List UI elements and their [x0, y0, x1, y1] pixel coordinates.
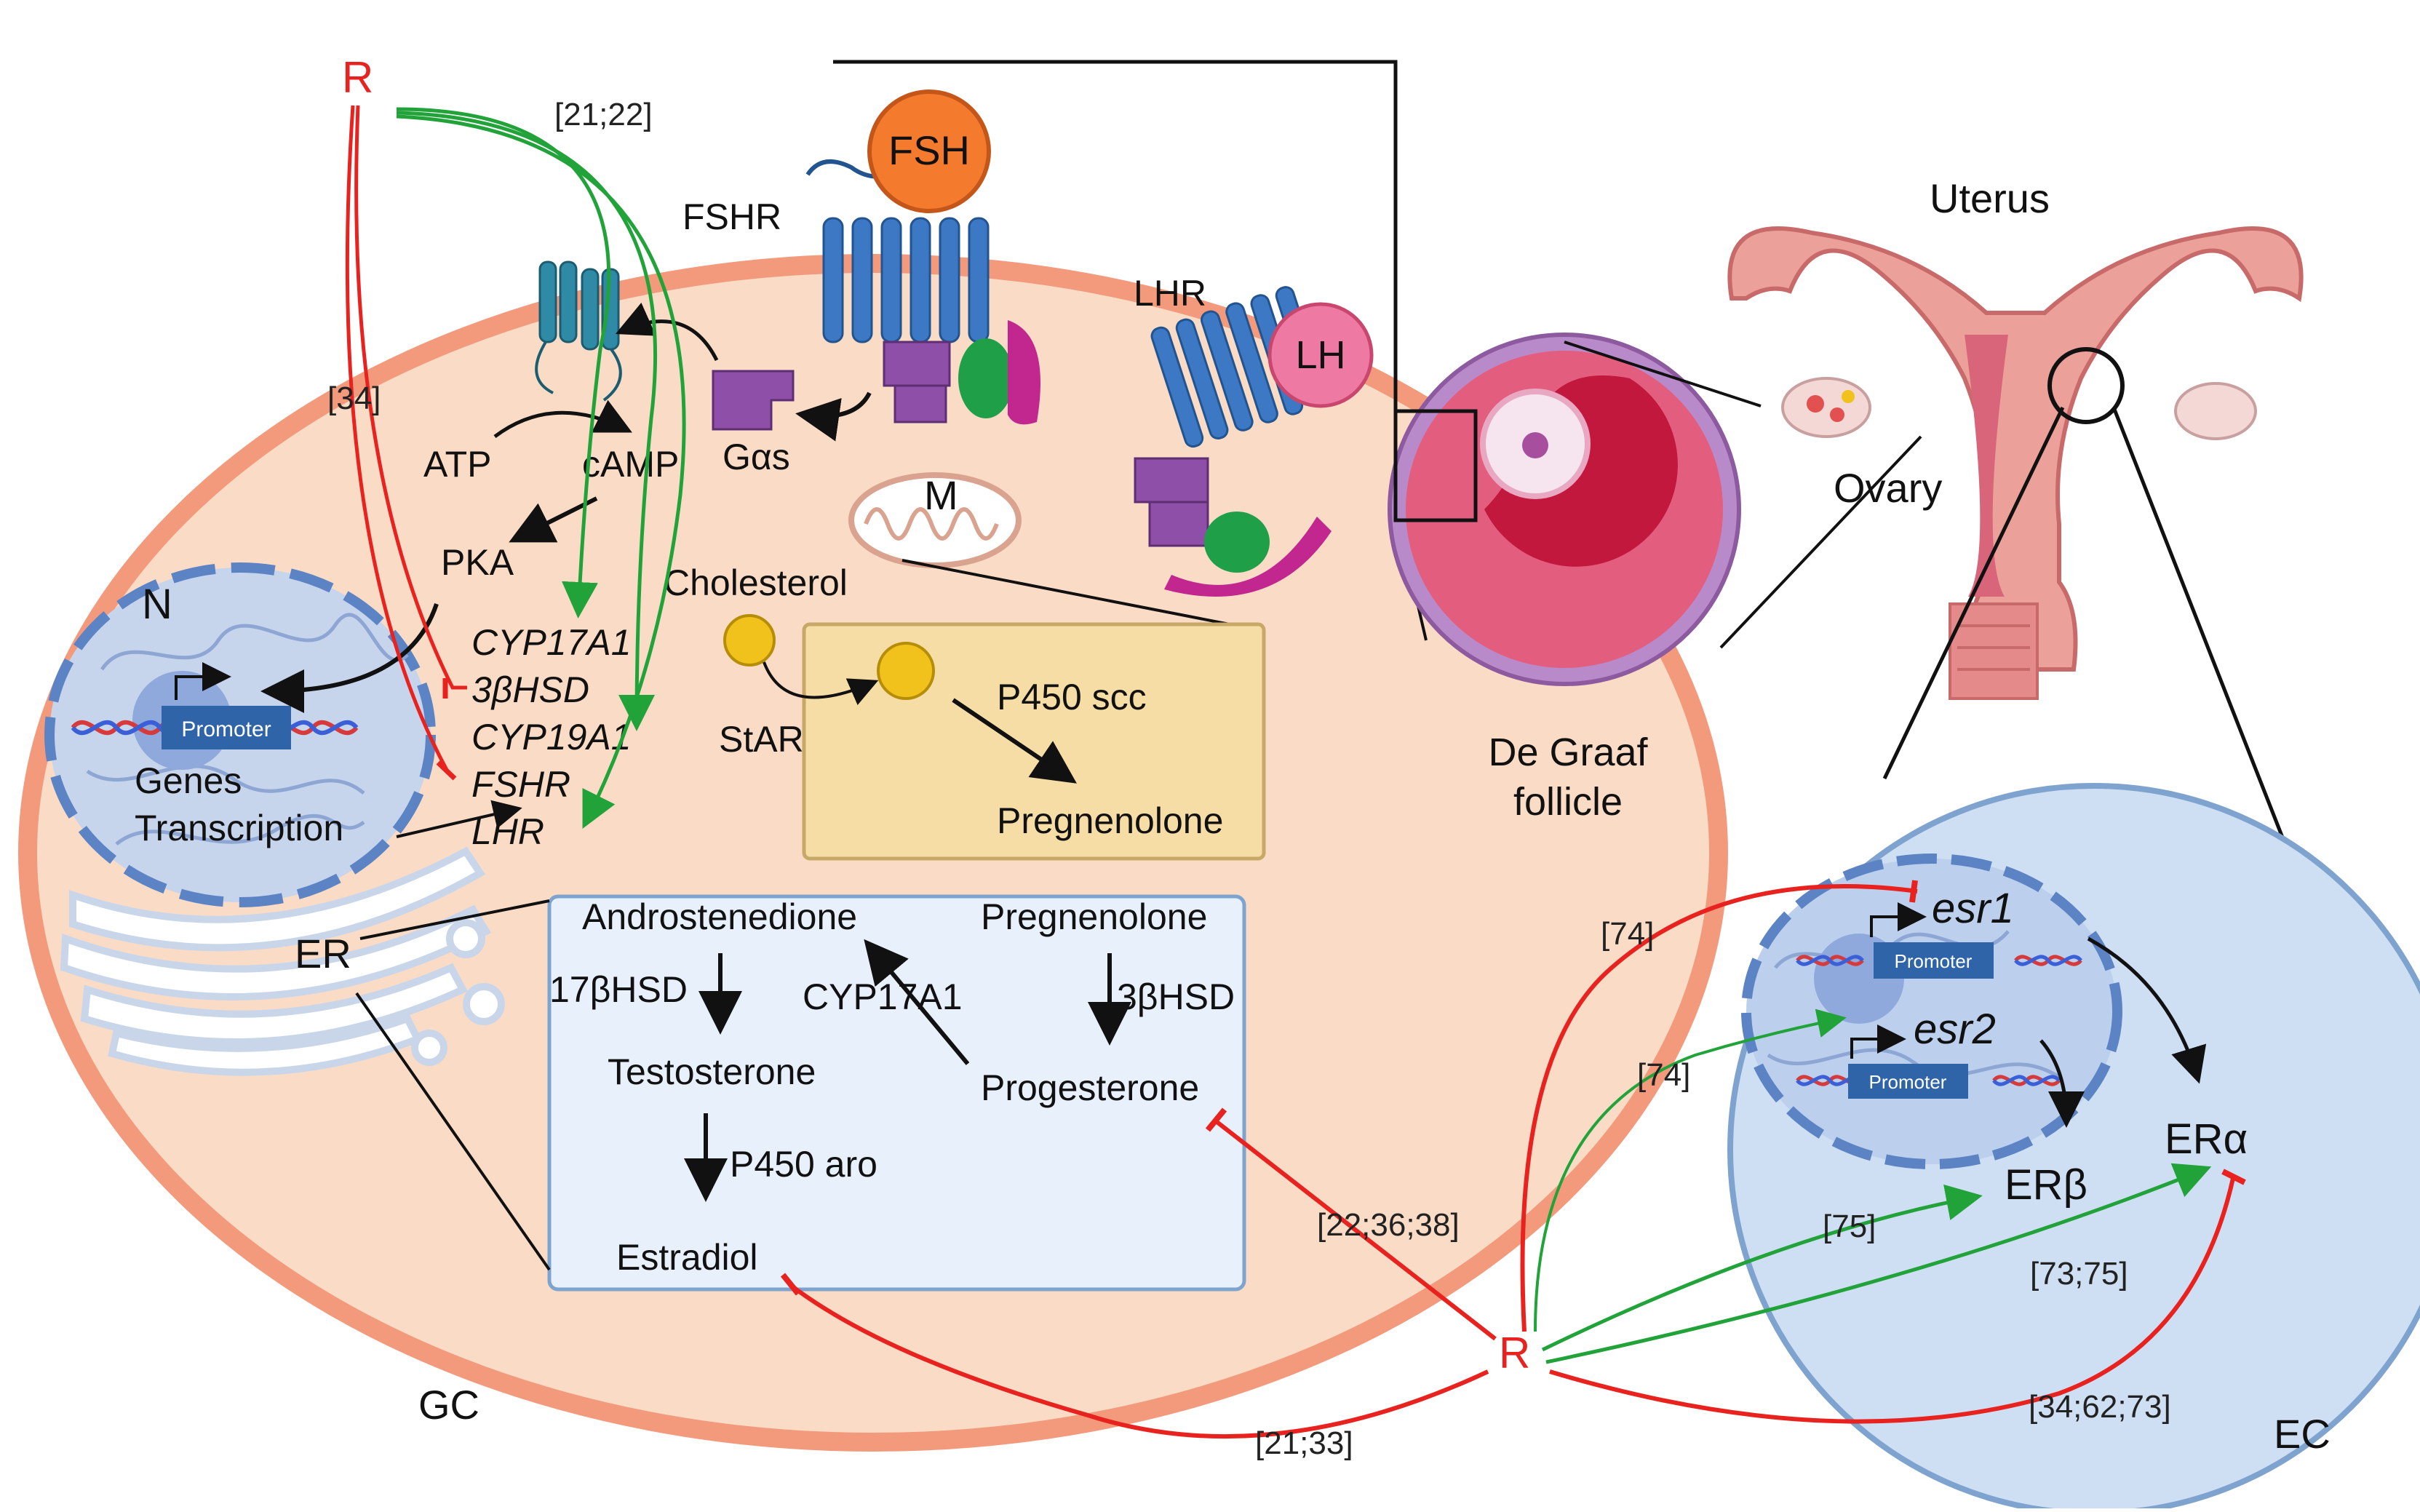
- esr1-label: esr1: [1932, 885, 2014, 932]
- cholesterol-particle-inner: [877, 642, 935, 700]
- green-arrow-esr2: [1534, 1008, 1847, 1332]
- mitochondrion-label: M: [924, 472, 958, 518]
- lhr-label: LHR: [1134, 273, 1206, 314]
- green-arrow-lhr: [396, 114, 686, 829]
- esr2-label: esr2: [1914, 1006, 1996, 1053]
- era-label: ERα: [2165, 1115, 2248, 1163]
- inhibit-fshr-line: [345, 105, 450, 773]
- gene-3bhsd: 3βHSD: [471, 669, 589, 710]
- ec-promoter-label-1: Promoter: [1895, 950, 1973, 972]
- hsd17-label: 17βHSD: [549, 969, 688, 1010]
- gene-fshr: FSHR: [471, 764, 570, 805]
- green-arrow-era: [1545, 1163, 2212, 1364]
- p450aro-label: P450 aro: [730, 1144, 877, 1185]
- uterus-label: Uterus: [1930, 175, 2050, 221]
- atp-label: ATP: [423, 444, 492, 485]
- er-label: ER: [295, 931, 351, 976]
- ref-21-22: [21;22]: [554, 97, 653, 132]
- inhibit-progesterone-line: [1214, 1118, 1497, 1341]
- gene-list: CYP17A1 3βHSD CYP19A1 FSHR LHR: [471, 622, 632, 852]
- ref-34-62-73: [34;62;73]: [2029, 1389, 2171, 1425]
- lh-hormone: [1267, 302, 1374, 408]
- androstenedione-label: Androstenedione: [582, 896, 857, 937]
- camp-label: cAMP: [582, 444, 679, 485]
- ovary-label: Ovary: [1834, 465, 1942, 511]
- ref-21-33: [21;33]: [1255, 1425, 1353, 1461]
- pregnenolone-label: Pregnenolone: [981, 896, 1207, 937]
- gene-cyp17a1: CYP17A1: [471, 622, 632, 663]
- inhibit-estradiol-line: [788, 1282, 1489, 1439]
- fsh-label: FSH: [888, 127, 970, 173]
- ec-promoter-box-1: [1874, 942, 1994, 979]
- star-label: StAR: [719, 719, 804, 760]
- fshr-label: FSHR: [682, 196, 781, 237]
- pka-label: PKA: [441, 542, 514, 583]
- ec-promoter-label-2: Promoter: [1869, 1071, 1947, 1093]
- inhibit-esr1-line: [1520, 884, 1918, 1332]
- gas-protein: [712, 370, 795, 431]
- pregnenolone-box-label: Pregnenolone: [997, 800, 1223, 841]
- lh-label: LH: [1295, 333, 1345, 377]
- degraaf-label-2: follicle: [1513, 780, 1623, 824]
- ref-73-75: [73;75]: [2030, 1256, 2128, 1292]
- cyp17a1-enzyme-label: CYP17A1: [803, 976, 963, 1017]
- genes-label: Genes: [135, 760, 242, 801]
- ref-34: [34]: [327, 381, 381, 416]
- ref-75: [75]: [1823, 1209, 1876, 1244]
- ec-promoter-box-2: [1848, 1064, 1968, 1099]
- ec-nucleus: [1741, 854, 2122, 1169]
- fshr-receptor: [822, 217, 990, 343]
- green-arrow-erb: [1541, 1184, 1983, 1352]
- cholesterol-label: Cholesterol: [664, 562, 848, 603]
- inhibit-3bhsd-line: [354, 105, 467, 690]
- green-arrow-cyp17a1: [396, 107, 611, 618]
- gc-label: GC: [418, 1382, 479, 1428]
- resveratrol-label-bottom: R: [1499, 1329, 1530, 1377]
- degraaf-follicle: [1388, 333, 1741, 686]
- promoter-label: Promoter: [181, 717, 271, 741]
- gene-cyp19a1: CYP19A1: [471, 717, 632, 757]
- inhibit-era-line: [1549, 1174, 2236, 1424]
- ref-74-b: [74]: [1637, 1057, 1690, 1093]
- lhr-g-protein: [1134, 457, 1332, 597]
- uterus-illustration: [1727, 226, 2304, 700]
- progesterone-label: Progesterone: [981, 1067, 1199, 1108]
- testosterone-label: Testosterone: [608, 1051, 816, 1092]
- ref-74-a: [74]: [1601, 916, 1654, 952]
- degraaf-label-1: De Graaf: [1488, 731, 1648, 774]
- endoplasmic-reticulum: [60, 846, 505, 1076]
- cholesterol-particle: [723, 614, 776, 667]
- ref-22-36-38: [22;36;38]: [1317, 1207, 1460, 1243]
- fsh-hormone: [867, 89, 991, 213]
- p450scc-label: P450 scc: [997, 677, 1147, 717]
- erb-label: ERβ: [2005, 1161, 2087, 1209]
- transcription-label: Transcription: [135, 808, 343, 848]
- ec-label: EC: [2274, 1411, 2331, 1457]
- nucleus-label: N: [142, 581, 172, 628]
- hsd3-label: 3βHSD: [1117, 976, 1235, 1017]
- resveratrol-label-top: R: [342, 53, 373, 102]
- green-arrow-cyp19a1: [396, 111, 658, 731]
- promoter-box: [162, 706, 291, 749]
- fshr-g-protein: [883, 320, 1040, 425]
- gas-label: Gαs: [723, 437, 790, 477]
- estradiol-label: Estradiol: [616, 1237, 758, 1278]
